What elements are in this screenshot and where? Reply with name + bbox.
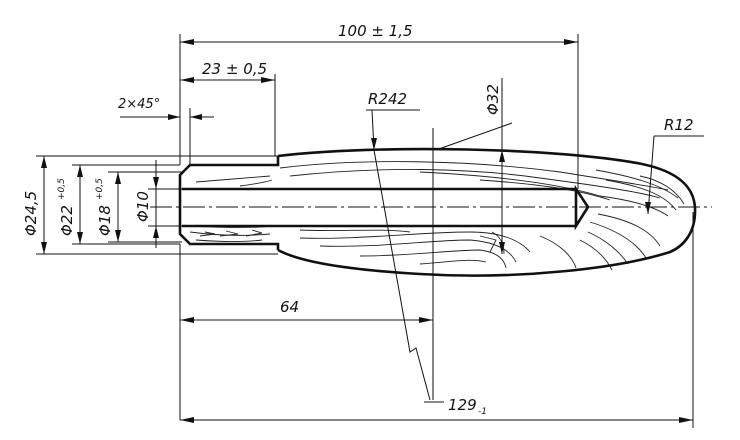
wood-grain-lines [189,161,685,271]
ferrule-outline [178,156,280,250]
dim-max-position-label: 64 [280,298,299,316]
dim-end-radius-label: R12 [664,116,694,134]
dim-ferrule-diameter: Φ22 +0,5 [57,164,180,245]
dim-ferrule-diameter-tol: +0,5 [57,178,67,200]
dim-total-length-label: 129 [448,396,477,414]
dim-max-diameter: Φ32 [435,78,513,254]
handle-outline [277,147,697,277]
dim-chamfer: 2×45° [118,97,214,165]
dim-bore-outer-diameter-tol: +0,5 [95,178,105,200]
dim-ferrule-length: 23 ± 0,5 [180,60,276,156]
dim-bore-outer-diameter: Φ18 +0,5 [95,171,182,243]
dim-overall-top-label: 100 ± 1,5 [338,22,413,40]
dim-ferrule-diameter-label: Φ22 [58,205,76,236]
dim-outer-diameter-label: Φ24,5 [22,191,40,236]
dim-bore-diameter-label: Φ10 [134,191,152,222]
dim-total-length-tol: -1 [478,407,487,417]
dim-max-diameter-label: Φ32 [484,84,502,115]
bore [182,184,590,231]
dim-bore-outer-diameter-label: Φ18 [96,205,114,236]
dim-profile-radius-label: R242 [368,90,407,108]
dim-outer-diameter: Φ24,5 [22,155,278,255]
dim-total-length: 129 -1 [180,212,694,428]
dim-overall-top: 100 ± 1,5 [179,22,579,189]
dim-end-radius: R12 [645,116,704,215]
dim-max-position: 64 [179,128,434,420]
dim-chamfer-label: 2×45° [118,97,160,112]
dim-ferrule-length-label: 23 ± 0,5 [202,60,267,78]
dim-bore-diameter: Φ10 [134,160,182,248]
dim-profile-radius: R242 [366,90,431,401]
